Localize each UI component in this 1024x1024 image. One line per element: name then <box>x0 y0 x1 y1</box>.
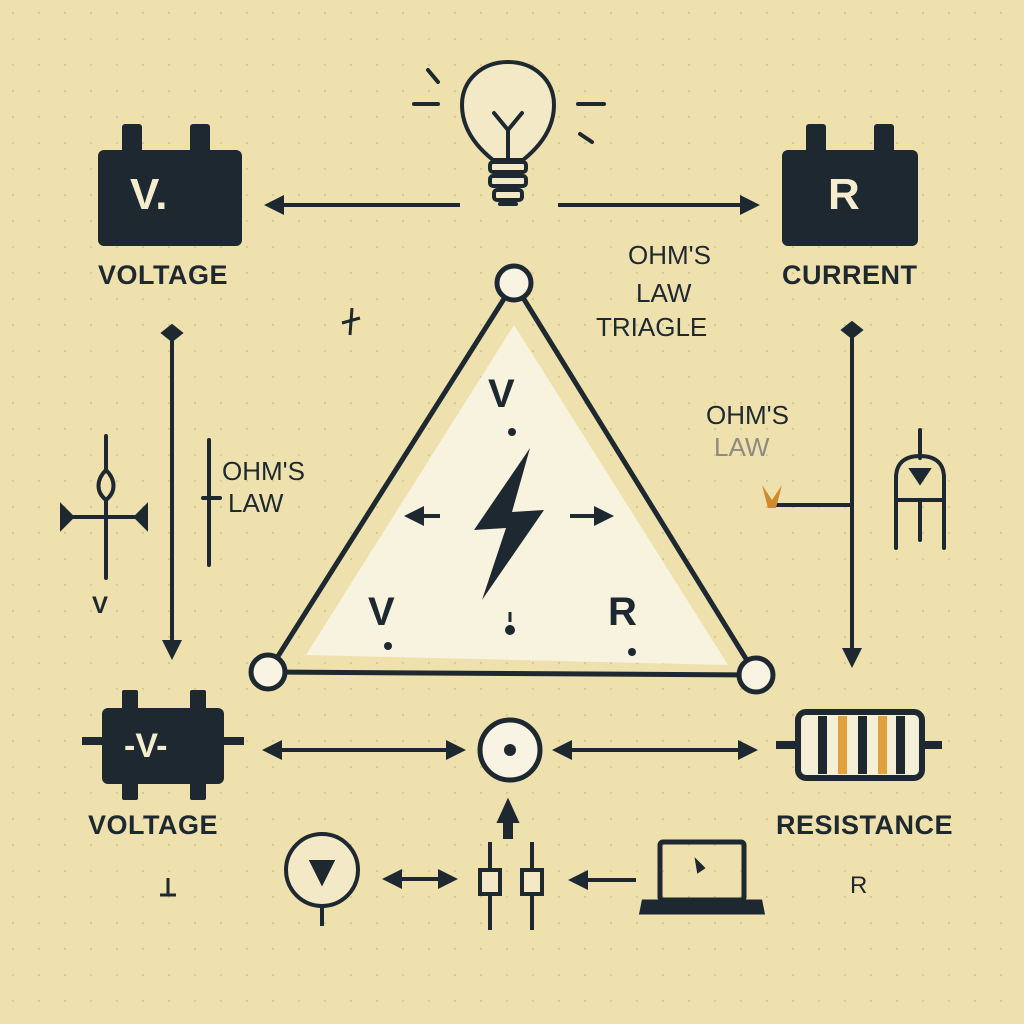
dot-mark <box>384 428 636 656</box>
triangle-bottom-left-label: V <box>368 590 395 634</box>
voltage-label-top: VOLTAGE <box>98 260 228 290</box>
center-title-line3: TRIAGLE <box>596 312 708 342</box>
plus-mark-icon <box>341 307 361 336</box>
battery-icon <box>98 124 242 246</box>
transistor-icon <box>478 797 544 930</box>
magnifier-icon <box>284 832 360 926</box>
triangle-bottom-right-label: R <box>608 590 637 634</box>
ohms-law-triangle <box>248 263 776 695</box>
battery-label-voltage: V. <box>130 170 168 219</box>
plus-mark-icon <box>160 878 176 897</box>
battery-label-resistance: R <box>828 170 860 219</box>
circle-node-icon <box>248 652 288 692</box>
arrow-icon <box>160 323 184 660</box>
resistor-icon <box>776 709 942 781</box>
circle-node-icon <box>494 263 534 303</box>
bracket-icon <box>201 438 222 567</box>
circle-node-icon <box>736 655 776 695</box>
laptop-icon <box>638 839 766 915</box>
battery-icon <box>82 690 244 800</box>
lightbulb-icon <box>412 59 606 206</box>
right-ohms-line2: LAW <box>714 432 770 462</box>
center-title-line1: OHM'S <box>628 240 711 270</box>
diode-icon <box>894 428 946 550</box>
center-title-line2: LAW <box>636 278 692 308</box>
resistance-label: RESISTANCE <box>776 810 954 840</box>
triangle-top-label: V <box>488 372 515 416</box>
voltage-label-bottom: VOLTAGE <box>88 810 218 840</box>
left-ohms-line2: LAW <box>228 488 284 518</box>
lightning-bolt-icon <box>474 448 544 600</box>
battery-icon <box>782 124 918 246</box>
right-ohms-line1: OHM'S <box>706 400 789 430</box>
arrow-tip-icon <box>762 485 782 508</box>
center-dot <box>504 744 516 756</box>
current-label: CURRENT <box>782 260 918 290</box>
probe-icon <box>60 434 148 580</box>
left-v-label: V <box>92 592 109 619</box>
bottom-right-r-label: R <box>850 872 868 899</box>
battery-label-voltage-bottom: -V- <box>124 727 168 765</box>
left-ohms-line1: OHM'S <box>222 456 305 486</box>
arrow-icon <box>840 320 864 668</box>
